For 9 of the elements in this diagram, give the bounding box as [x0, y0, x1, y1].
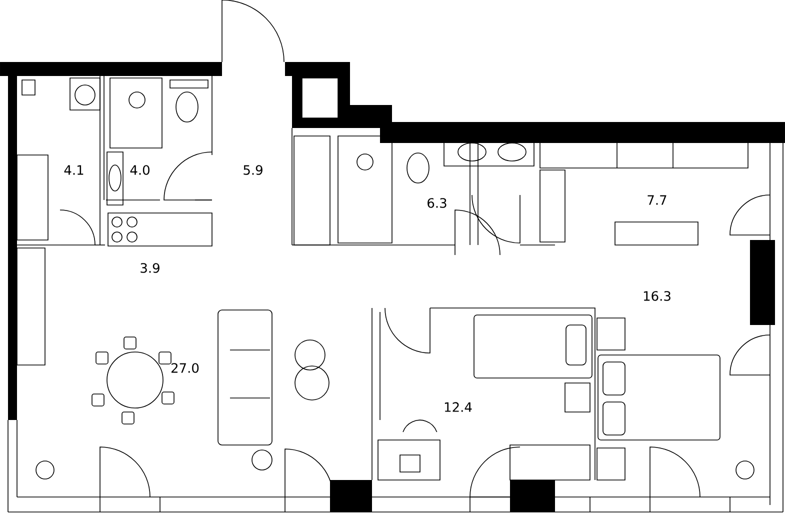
area-label: 5.9: [244, 165, 262, 175]
area-label: 27.0: [172, 363, 199, 373]
area-label: 7.7: [648, 195, 666, 205]
area-label: 3.9: [140, 263, 160, 273]
area-label: 4.1: [64, 165, 84, 175]
area-label: 16.3: [644, 291, 670, 301]
area-label: 6.3: [428, 198, 446, 208]
area-label: 4.0: [130, 165, 150, 175]
area-label: 12.4: [444, 402, 472, 412]
